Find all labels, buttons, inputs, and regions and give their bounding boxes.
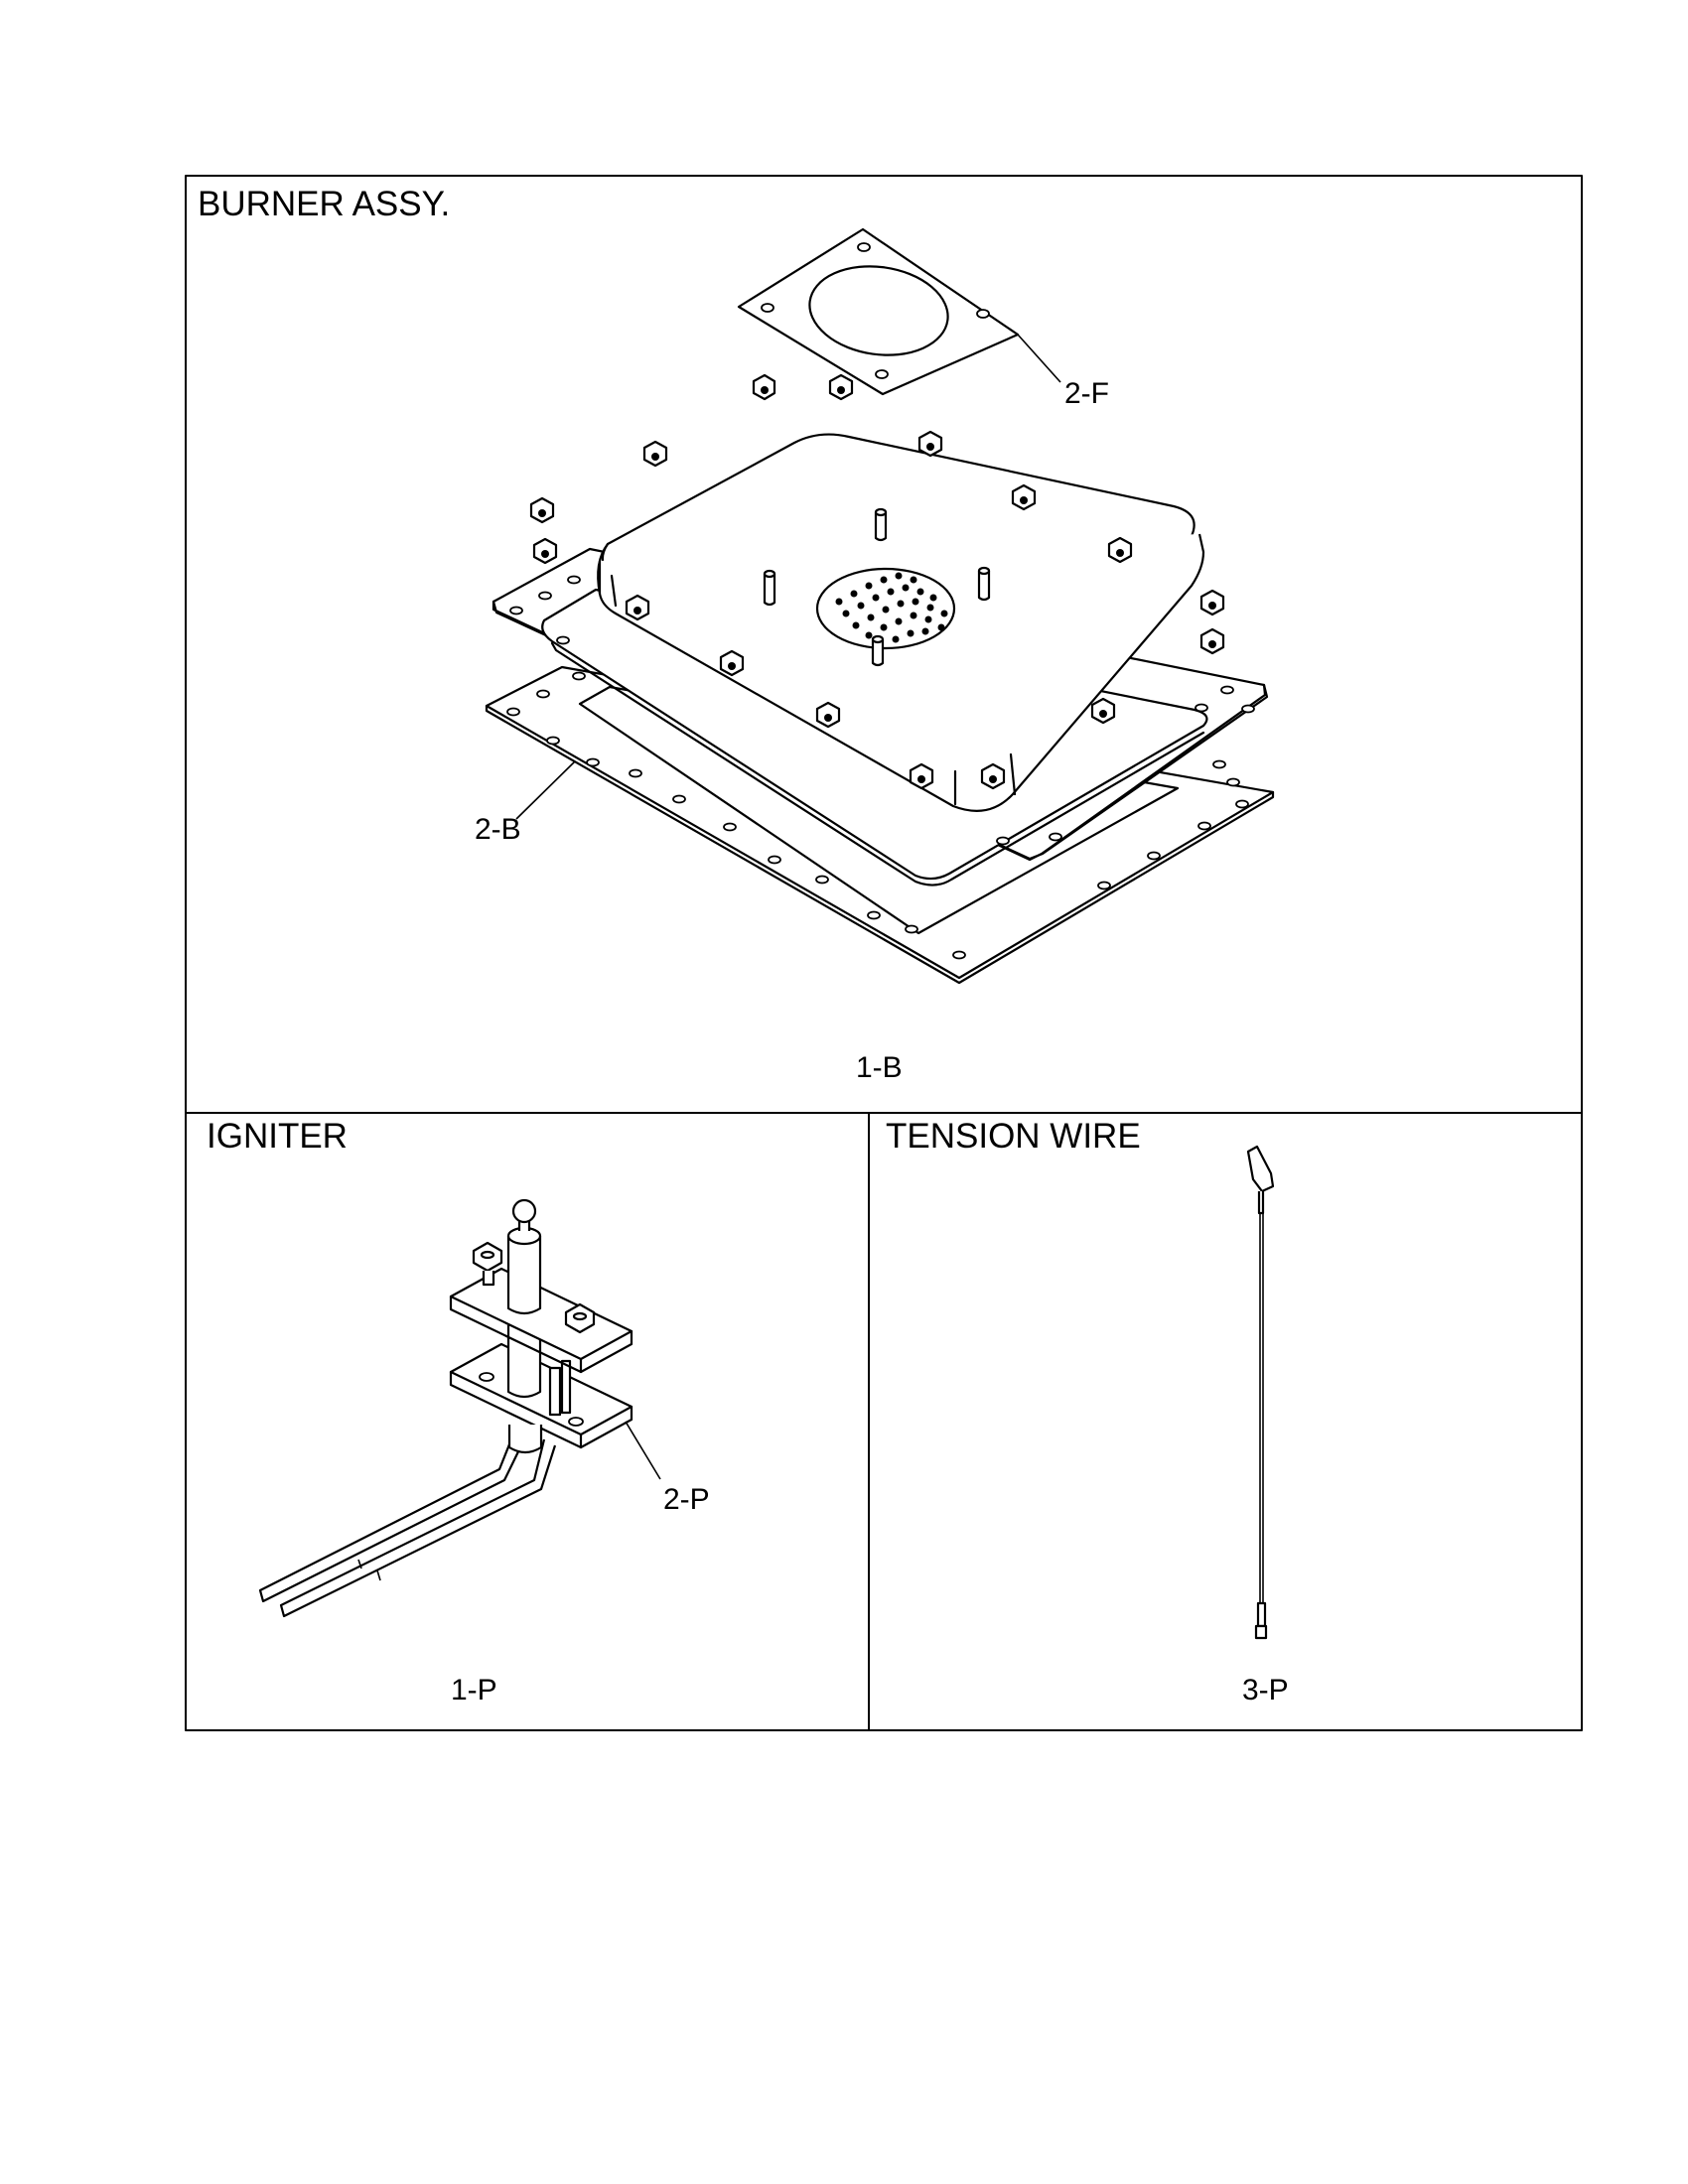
tension-wire-panel: TENSION WIRE 3-P <box>886 1117 1289 1706</box>
callout-3P: 3-P <box>1242 1674 1289 1706</box>
callout-2B: 2-B <box>475 813 521 846</box>
igniter-panel-title: IGNITER <box>207 1117 348 1156</box>
burner-nuts <box>529 373 1225 790</box>
tension-wire-panel-title: TENSION WIRE <box>886 1117 1141 1156</box>
callout-1P: 1-P <box>451 1674 497 1706</box>
burner-panel-title: BURNER ASSY. <box>198 185 450 223</box>
burner-box <box>597 433 1205 812</box>
callout-1B: 1-B <box>856 1051 903 1084</box>
callout-2F: 2-F <box>1064 377 1109 410</box>
panel-frame <box>185 175 1583 1731</box>
burner-studs <box>763 507 991 667</box>
leader-2F <box>1017 334 1061 383</box>
igniter-panel: IGNITER <box>207 1117 710 1706</box>
flange-gasket-drawing <box>737 227 1020 396</box>
leader-2P <box>625 1421 661 1480</box>
igniter-drawing <box>258 1198 633 1618</box>
leader-2B <box>515 760 576 820</box>
burner-assembly-panel: BURNER ASSY. <box>198 185 1275 1084</box>
callout-2P: 2-P <box>663 1483 710 1516</box>
tension-wire-drawing <box>1246 1145 1275 1640</box>
